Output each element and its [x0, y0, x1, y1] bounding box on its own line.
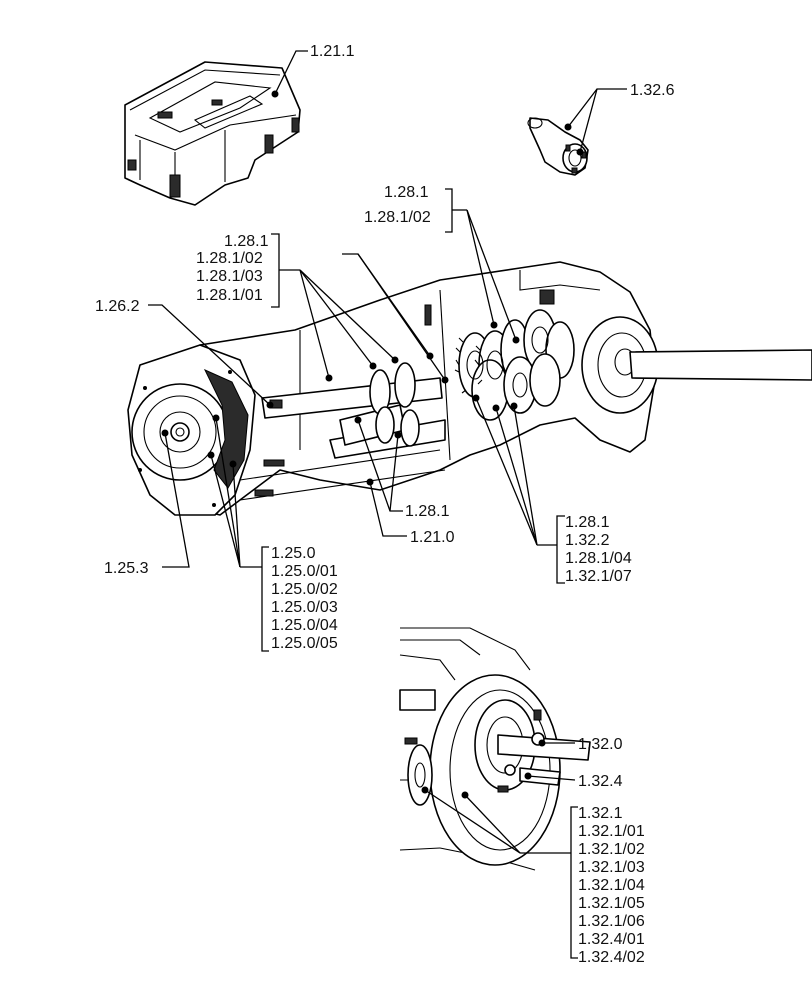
label-gear-pair-2: 1.28.1/02 — [364, 209, 431, 226]
label-pto-collar: 1.32.4 — [578, 773, 623, 790]
label-pto-group-6: 1.32.1/05 — [578, 895, 645, 912]
label-clutch-group-1: 1.25.0 — [271, 545, 316, 562]
label-clutch-group-6: 1.25.0/05 — [271, 635, 338, 652]
label-clutch-group-4: 1.25.0/03 — [271, 599, 338, 616]
label-pilot: 1.26.2 — [95, 298, 140, 315]
label-pto-group-8: 1.32.4/01 — [578, 931, 645, 948]
label-clutch-group-3: 1.25.0/02 — [271, 581, 338, 598]
label-shaft-group-4: 1.28.1/01 — [196, 287, 263, 304]
label-rear-gears-1: 1.28.1 — [565, 514, 610, 531]
label-rear-gears-4: 1.32.1/07 — [565, 568, 632, 585]
label-shaft-group-1: 1.28.1 — [224, 233, 269, 250]
label-fork: 1.32.6 — [630, 82, 675, 99]
label-pto-group-9: 1.32.4/02 — [578, 949, 645, 966]
label-rear-gears-2: 1.32.2 — [565, 532, 610, 549]
transmission-assembly — [127, 261, 812, 516]
label-pto-shaft: 1.32.0 — [578, 736, 623, 753]
label-lower-gear: 1.28.1 — [405, 503, 450, 520]
label-pto-group-2: 1.32.1/01 — [578, 823, 645, 840]
label-pto-group-7: 1.32.1/06 — [578, 913, 645, 930]
label-clutch-disc: 1.25.3 — [104, 560, 149, 577]
label-top-cover: 1.21.1 — [310, 43, 355, 60]
label-clutch-group-5: 1.25.0/04 — [271, 617, 338, 634]
top-cover-part — [124, 61, 301, 206]
callout-labels: 1.21.1 1.32.6 1.28.1 1.28.1/02 1.28.1 1.… — [95, 43, 675, 966]
label-pto-group-5: 1.32.1/04 — [578, 877, 645, 894]
label-pto-group-1: 1.32.1 — [578, 805, 623, 822]
label-shaft-group-2: 1.28.1/02 — [196, 250, 263, 267]
label-gear-pair-1: 1.28.1 — [384, 184, 429, 201]
leader-lines — [148, 50, 627, 959]
label-pto-group-4: 1.32.1/03 — [578, 859, 645, 876]
shift-fork-part — [527, 117, 589, 176]
label-housing: 1.21.0 — [410, 529, 455, 546]
label-pto-group-3: 1.32.1/02 — [578, 841, 645, 858]
label-shaft-group-3: 1.28.1/03 — [196, 268, 263, 285]
label-clutch-group-2: 1.25.0/01 — [271, 563, 338, 580]
label-rear-gears-3: 1.28.1/04 — [565, 550, 632, 567]
pto-detail-part — [399, 627, 591, 871]
